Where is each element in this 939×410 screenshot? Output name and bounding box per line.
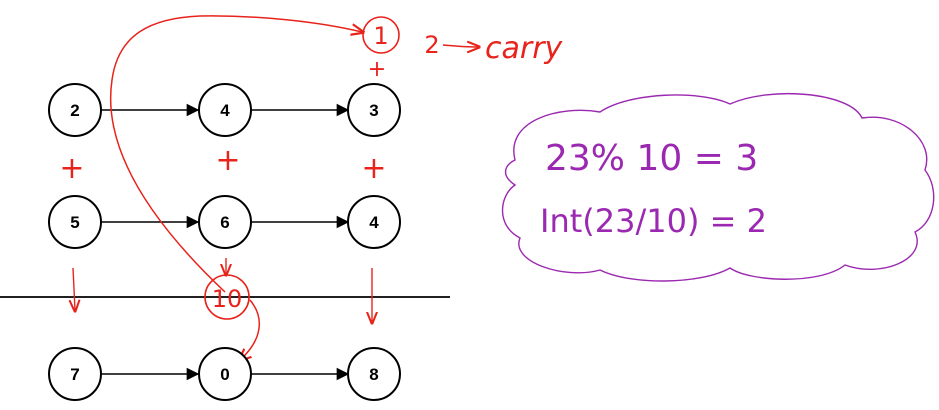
note-line-1: 23% 10 = 3 (545, 138, 758, 179)
node-first-1: 2 (48, 83, 102, 137)
node-value: 4 (369, 213, 379, 232)
node-first-3: 3 (347, 83, 401, 137)
node-second-2: 6 (198, 195, 252, 249)
intermediate-sum-annotation: 10 (204, 274, 250, 320)
node-first-2: 4 (198, 83, 252, 137)
node-value: 4 (220, 101, 230, 120)
node-value: 8 (369, 365, 378, 384)
carry-annotation: 1 2 carry (362, 16, 564, 66)
carry-circle (362, 16, 400, 54)
list-links (101, 103, 350, 381)
node-value: 0 (220, 365, 229, 384)
plus-sign-col1: + (59, 151, 84, 186)
calculation-note: 23% 10 = 3 Int(23/10) = 2 (501, 92, 935, 282)
node-value: 3 (369, 101, 378, 120)
node-result-2: 0 (198, 347, 252, 401)
node-value: 5 (70, 213, 79, 232)
carry-curve (109, 15, 362, 293)
carry-label: carry (485, 31, 564, 66)
carry-digit: 1 (373, 22, 388, 50)
node-value: 7 (70, 365, 79, 384)
intermediate-sum-circle (204, 274, 250, 320)
plus-sign-carry: + (368, 57, 386, 82)
node-result-3: 8 (347, 347, 401, 401)
plus-sign-col2: + (215, 143, 240, 178)
note-line-2: Int(23/10) = 2 (540, 202, 767, 240)
carry-count: 2 (424, 31, 439, 59)
note-cloud-outline (501, 92, 935, 282)
carry-label-arrow (442, 45, 478, 47)
node-result-1: 7 (48, 347, 102, 401)
plus-sign-col3: + (361, 151, 386, 186)
node-value: 6 (220, 213, 229, 232)
intermediate-sum-value: 10 (212, 285, 243, 313)
down-arrow-col1 (73, 267, 75, 310)
ten-to-zero-arrow (240, 299, 260, 360)
node-value: 2 (70, 101, 79, 120)
node-second-3: 4 (347, 195, 401, 249)
plus-signs: + + + + (59, 57, 386, 186)
node-second-1: 5 (48, 195, 102, 249)
